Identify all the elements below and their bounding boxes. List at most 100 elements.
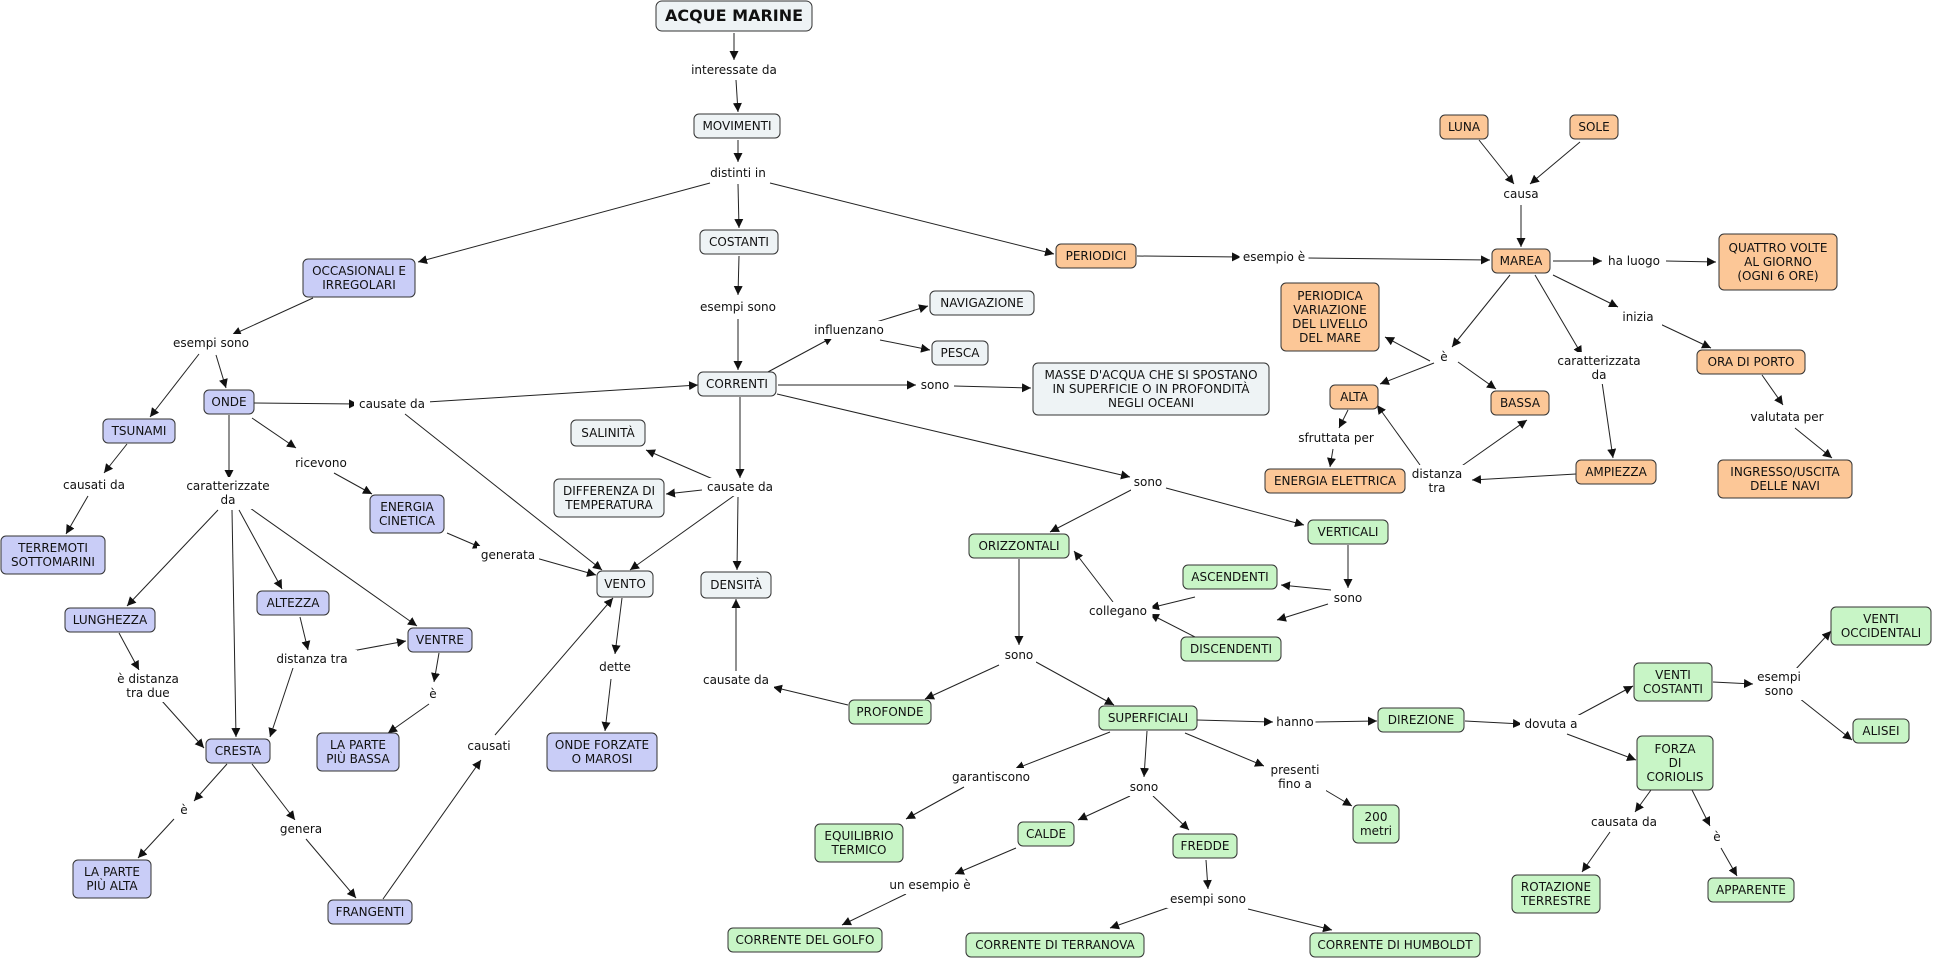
concept-node-apparente[interactable]: APPARENTE <box>1707 877 1795 903</box>
connector-arrow <box>268 667 294 738</box>
concept-label: CRESTA <box>215 744 262 758</box>
link-phrase-text: generata <box>481 548 535 562</box>
concept-node-orizzontali[interactable]: ORIZZONTALI <box>968 533 1070 559</box>
connector-arrow <box>387 703 430 734</box>
connector-arrow <box>426 381 699 403</box>
concept-node-costanti[interactable]: COSTANTI <box>699 229 779 255</box>
concept-node-frangenti[interactable]: FRANGENTI <box>327 899 413 925</box>
concept-node-energia-el[interactable]: ENERGIA ELETTRICA <box>1264 468 1406 494</box>
concept-node-periodici[interactable]: PERIODICI <box>1055 243 1137 269</box>
concept-node-movimenti[interactable]: MOVIMENTI <box>693 113 781 139</box>
link-phrase: garantiscono <box>946 768 1036 786</box>
concept-node-vento[interactable]: VENTO <box>596 570 654 598</box>
concept-node-cresta[interactable]: CRESTA <box>205 738 271 764</box>
connector-arrow <box>1581 831 1611 873</box>
connector-arrow <box>215 354 228 389</box>
concept-node-ora-porto[interactable]: ORA DI PORTO <box>1696 349 1806 375</box>
concept-node-salinita[interactable]: SALINITÀ <box>570 419 646 447</box>
concept-node-discendenti[interactable]: DISCENDENTI <box>1180 636 1282 662</box>
concept-label: FREDDE <box>1181 839 1230 853</box>
link-phrase-text: sono <box>1134 475 1163 489</box>
concept-node-densita[interactable]: DENSITÀ <box>700 571 772 599</box>
concept-node-humboldt[interactable]: CORRENTE DI HUMBOLDT <box>1309 932 1481 958</box>
concept-box <box>1309 932 1481 958</box>
link-phrase: distinti in <box>696 164 780 182</box>
connector-arrow <box>431 652 440 683</box>
link-phrase-background <box>946 768 1036 786</box>
connector-arrow <box>665 488 703 498</box>
connector-arrow <box>305 838 357 899</box>
map-title[interactable]: ACQUE MARINE <box>655 0 813 32</box>
concept-node-profonde[interactable]: PROFONDE <box>848 699 932 725</box>
concept-node-bassa[interactable]: BASSA <box>1490 390 1550 416</box>
connector-arrow <box>1761 374 1784 406</box>
concept-label: ACQUE MARINE <box>665 6 803 25</box>
concept-node-pesca[interactable]: PESCA <box>931 340 989 366</box>
concept-node-ascendenti[interactable]: ASCENDENTI <box>1182 564 1278 590</box>
link-phrase-text: hanno <box>1276 715 1314 729</box>
link-phrase-background <box>1287 429 1385 447</box>
link-phrase-background <box>1127 778 1161 796</box>
link-phrase: distanza tra <box>267 650 357 668</box>
concept-node-onde[interactable]: ONDE <box>203 389 255 415</box>
concept-node-ventre[interactable]: VENTRE <box>407 627 473 653</box>
concept-node-terranova[interactable]: CORRENTE DI TERRANOVA <box>965 932 1145 958</box>
link-phrase: è <box>1710 828 1724 846</box>
concept-box <box>1707 877 1795 903</box>
concept-node-alta[interactable]: ALTA <box>1329 384 1379 410</box>
concept-node-sole[interactable]: SOLE <box>1569 114 1619 140</box>
concept-node-alisei[interactable]: ALISEI <box>1852 718 1910 744</box>
concept-node-correnti[interactable]: CORRENTI <box>697 371 777 397</box>
link-phrase: ha luogo <box>1603 252 1665 270</box>
concept-box <box>1032 362 1270 416</box>
concept-label: LUNGHEZZA <box>73 613 148 627</box>
link-phrase-text: causate da <box>359 397 425 411</box>
link-phrase-background <box>1437 348 1451 366</box>
concept-box <box>697 371 777 397</box>
link-phrase: generata <box>477 546 539 564</box>
concept-node-fredde[interactable]: FREDDE <box>1172 833 1238 859</box>
concept-node-ampiezza[interactable]: AMPIEZZA <box>1575 459 1657 485</box>
concept-node-tsunami[interactable]: TSUNAMI <box>102 418 176 444</box>
link-phrase-text: collegano <box>1089 604 1147 618</box>
concept-node-lunghezza[interactable]: LUNGHEZZA <box>64 607 156 633</box>
concept-node-luna[interactable]: LUNA <box>1439 114 1489 140</box>
concept-label: CORRENTE DI TERRANOVA <box>975 938 1135 952</box>
link-phrase: interessate da <box>682 61 786 79</box>
link-phrase-text: distanza tra <box>276 652 347 666</box>
connector-arrow <box>1280 581 1332 591</box>
link-phrase-background <box>696 298 780 316</box>
concept-node-verticali[interactable]: VERTICALI <box>1307 519 1389 545</box>
concept-node-direzione[interactable]: DIREZIONE <box>1377 707 1465 733</box>
concept-node-altezza[interactable]: ALTEZZA <box>256 590 330 616</box>
link-phrase-background <box>682 61 786 79</box>
connector-arrow <box>1376 404 1421 466</box>
concept-node-navigazione[interactable]: NAVIGAZIONE <box>929 290 1035 316</box>
concept-node-marea[interactable]: MAREA <box>1491 248 1551 274</box>
concept-node-calde[interactable]: CALDE <box>1017 821 1075 847</box>
concept-node-golfo[interactable]: CORRENTE DEL GOLFO <box>727 927 883 953</box>
concept-label: ONDE <box>211 395 246 409</box>
link-phrase: causate da <box>698 671 774 689</box>
concept-node-superficiali[interactable]: SUPERFICIALI <box>1098 705 1198 731</box>
